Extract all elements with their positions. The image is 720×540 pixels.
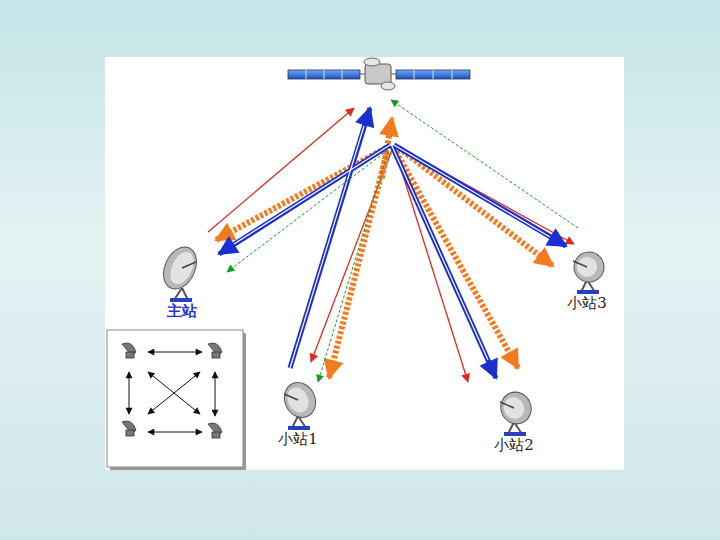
dish-icon: [152, 244, 212, 302]
station-label: 主站: [150, 302, 214, 320]
orange-links: [216, 118, 553, 378]
red-links: [208, 108, 574, 382]
station-label: 小站2: [478, 436, 550, 454]
station-antenna: 主站: [150, 244, 214, 320]
green-links: [227, 100, 578, 382]
mesh-inset: [107, 330, 246, 470]
satellite: [288, 58, 470, 90]
station-antenna: 小站1: [266, 380, 330, 448]
station-antenna: 小站2: [478, 390, 550, 454]
panel: [105, 57, 624, 470]
dish-icon: [268, 380, 328, 430]
blue-links: [219, 108, 566, 378]
dish-icon: [484, 390, 544, 436]
station-antenna: 小站3: [556, 250, 618, 312]
station-label: 小站3: [556, 294, 618, 312]
dish-icon: [557, 250, 617, 294]
station-label: 小站1: [266, 430, 330, 448]
